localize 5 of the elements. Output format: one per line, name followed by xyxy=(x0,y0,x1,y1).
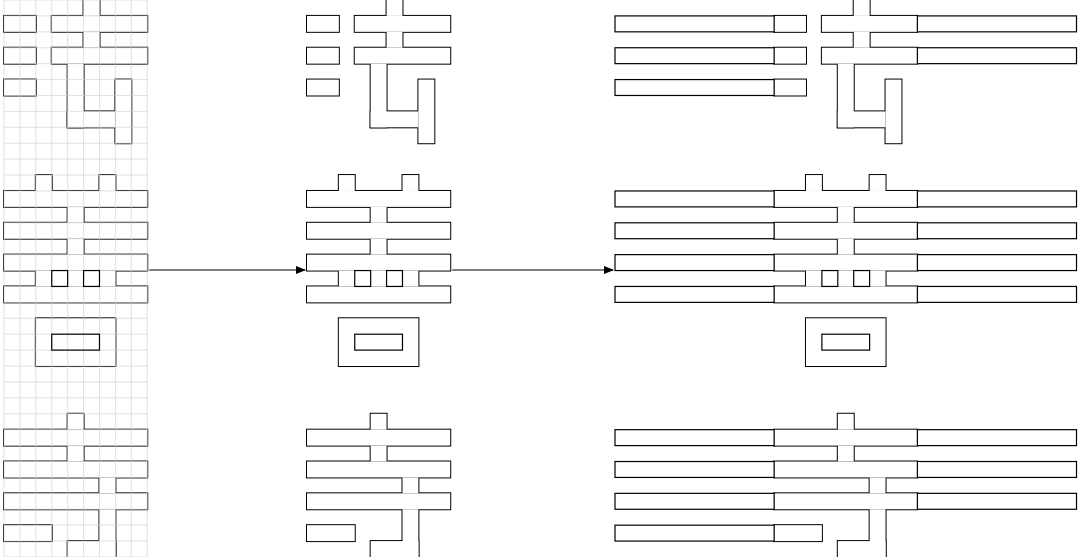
arrow xyxy=(451,266,614,274)
arrow xyxy=(148,266,306,274)
glyph-outline-drawing xyxy=(305,0,453,557)
grid-glyph-drawing xyxy=(2,0,150,557)
extended-glyph-drawing xyxy=(613,0,1079,557)
